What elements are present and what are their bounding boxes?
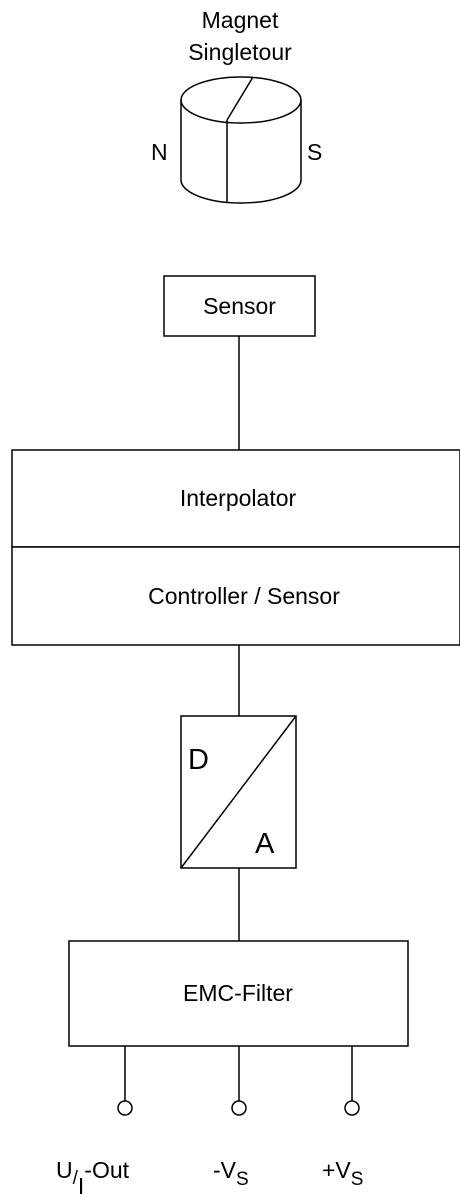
controller-block [11, 546, 460, 646]
magnet-title-line1: Magnet [202, 7, 279, 33]
magnet-north-label: N [151, 139, 168, 165]
terminal-output-suffix: -Out [84, 1157, 129, 1183]
interpolator-label: Interpolator [180, 485, 297, 511]
terminal-neg-supply [231, 1100, 247, 1116]
terminal-output-sub: / [73, 1168, 79, 1189]
magnet-title-line2: Singletour [188, 39, 292, 65]
dac-diagonal [180, 715, 297, 869]
controller-label: Controller / Sensor [148, 583, 340, 609]
magnet-south-label: S [307, 139, 322, 165]
terminal-neg-supply-label: -VS [213, 1157, 249, 1190]
sensor-label: Sensor [203, 293, 276, 319]
terminal-pos-sub: S [351, 1169, 364, 1190]
magnet-cylinder [180, 76, 302, 204]
emc-filter-label: EMC-Filter [183, 980, 293, 1006]
dac-analog-label: A [255, 828, 275, 860]
terminal-neg-prefix: -V [213, 1157, 237, 1183]
terminal-pos-supply [344, 1100, 360, 1116]
sensor-block [163, 275, 316, 337]
terminal-pos-supply-label: +VS [322, 1157, 363, 1190]
dac-digital-label: D [188, 744, 209, 776]
terminal-neg-sub: S [236, 1169, 249, 1190]
terminal-output-main2: I [78, 1173, 84, 1194]
terminal-output [117, 1100, 133, 1116]
emc-filter-block [68, 940, 409, 1047]
terminal-output-main: U [56, 1157, 73, 1183]
terminal-pos-prefix: +V [322, 1157, 351, 1183]
terminal-output-label: U/I-Out [56, 1157, 130, 1194]
